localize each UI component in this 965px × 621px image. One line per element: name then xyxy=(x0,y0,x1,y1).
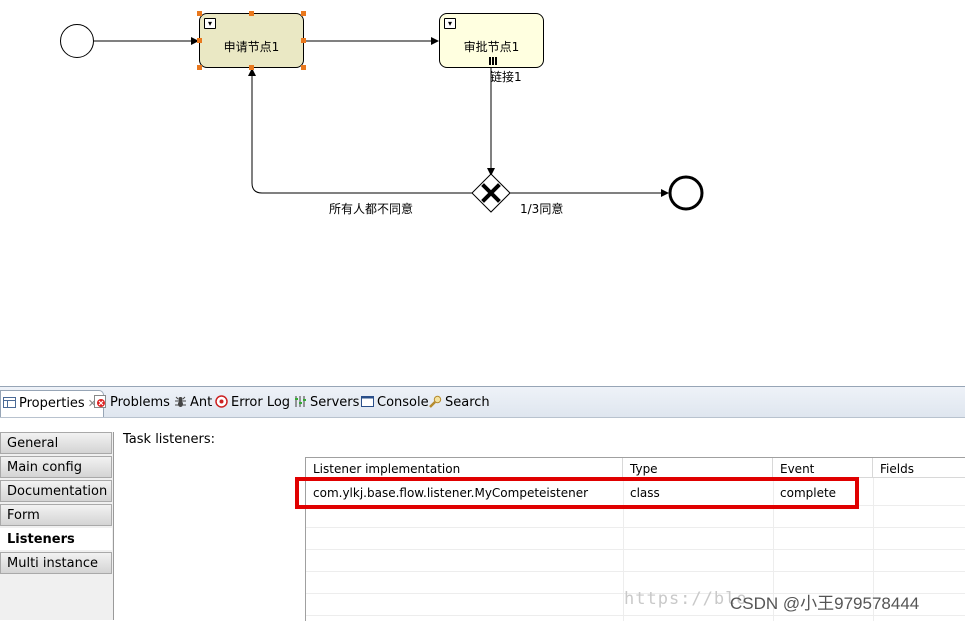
selection-handle[interactable] xyxy=(197,11,202,16)
nav-item-form[interactable]: Form xyxy=(0,504,112,526)
user-task-icon: ▾ xyxy=(444,18,456,29)
listeners-table: Listener implementation Type Event Field… xyxy=(305,457,965,621)
tab-properties-label: Properties xyxy=(19,396,85,411)
exclusive-gateway[interactable] xyxy=(471,173,511,213)
task-apply-node-label: 申请节点1 xyxy=(223,40,280,54)
nav-item-documentation[interactable]: Documentation xyxy=(0,480,112,502)
nav-item-general[interactable]: General xyxy=(0,432,112,454)
selection-handle[interactable] xyxy=(301,38,306,43)
listener-implementation-cell[interactable]: com.ylkj.base.flow.listener.MyCompeteist… xyxy=(313,486,589,500)
tab-problems-label: Problems xyxy=(110,395,170,410)
tab-search-label: Search xyxy=(445,395,490,410)
flow-label-accept[interactable]: 1/3同意 xyxy=(520,202,564,216)
task-approve-node-label: 审批节点1 xyxy=(463,40,520,54)
tab-servers[interactable]: Servers xyxy=(294,394,359,412)
multi-instance-icon xyxy=(488,54,498,65)
selection-handle[interactable] xyxy=(249,65,254,70)
task-listeners-label: Task listeners: xyxy=(123,432,216,447)
tab-ant-label: Ant xyxy=(190,395,213,410)
end-event[interactable] xyxy=(668,175,704,211)
tab-error-log-label: Error Log xyxy=(231,395,291,410)
selection-handle[interactable] xyxy=(197,65,202,70)
ant-icon xyxy=(175,396,186,407)
column-header-implementation[interactable]: Listener implementation xyxy=(306,458,623,478)
servers-icon xyxy=(295,396,306,407)
selection-handle[interactable] xyxy=(301,65,306,70)
tab-console[interactable]: Console xyxy=(361,394,429,412)
close-icon[interactable]: ✕ xyxy=(87,397,97,410)
nav-item-listeners[interactable]: Listeners xyxy=(0,528,112,550)
properties-icon xyxy=(3,397,16,408)
column-header-fields[interactable]: Fields xyxy=(873,458,965,478)
watermark: CSDN @小王979578444 xyxy=(730,594,920,613)
listener-type-cell[interactable]: class xyxy=(630,486,660,500)
process-diagram-canvas[interactable]: ▾ 申请节点1 ▾ 审批节点1 链接1 所有人都不同意 1/3同意 xyxy=(0,0,965,385)
properties-nav: General Main config Documentation Form L… xyxy=(0,432,114,620)
nav-item-main-config[interactable]: Main config xyxy=(0,456,112,478)
diagram-connections xyxy=(60,24,704,213)
problems-icon xyxy=(94,395,106,408)
tab-problems[interactable]: Problems xyxy=(94,394,170,412)
task-apply-node[interactable]: ▾ 申请节点1 xyxy=(199,13,304,68)
tab-search[interactable]: Search xyxy=(429,394,490,412)
selection-handle[interactable] xyxy=(197,38,202,43)
column-header-event[interactable]: Event xyxy=(773,458,873,478)
tab-console-label: Console xyxy=(377,395,429,410)
selection-handle[interactable] xyxy=(249,11,254,16)
listener-fields-cell[interactable] xyxy=(873,482,965,504)
flow-label-reject[interactable]: 所有人都不同意 xyxy=(329,202,414,216)
tab-servers-label: Servers xyxy=(310,395,360,410)
highlight-annotation-box xyxy=(295,477,859,509)
task-approve-node[interactable]: ▾ 审批节点1 xyxy=(439,13,544,68)
listener-event-cell[interactable]: complete xyxy=(780,486,837,500)
properties-panel: Properties✕ Problems Ant Error Log Serve… xyxy=(0,386,965,621)
selection-handle[interactable] xyxy=(301,11,306,16)
search-icon xyxy=(429,395,442,408)
tab-properties[interactable]: Properties✕ xyxy=(0,390,104,417)
tab-error-log[interactable]: Error Log xyxy=(215,394,290,412)
watermark-url: https://blo xyxy=(624,589,748,609)
flow-label-link[interactable]: 链接1 xyxy=(490,70,522,84)
console-icon xyxy=(361,396,374,407)
nav-item-multi-instance[interactable]: Multi instance xyxy=(0,552,112,574)
user-task-icon: ▾ xyxy=(204,18,216,29)
view-tab-bar: Properties✕ Problems Ant Error Log Serve… xyxy=(0,386,965,418)
tab-ant[interactable]: Ant xyxy=(174,394,212,412)
start-event[interactable] xyxy=(60,24,94,58)
flow-gateway-to-task1[interactable] xyxy=(248,68,472,194)
error-log-icon xyxy=(215,395,228,408)
column-header-type[interactable]: Type xyxy=(623,458,773,478)
